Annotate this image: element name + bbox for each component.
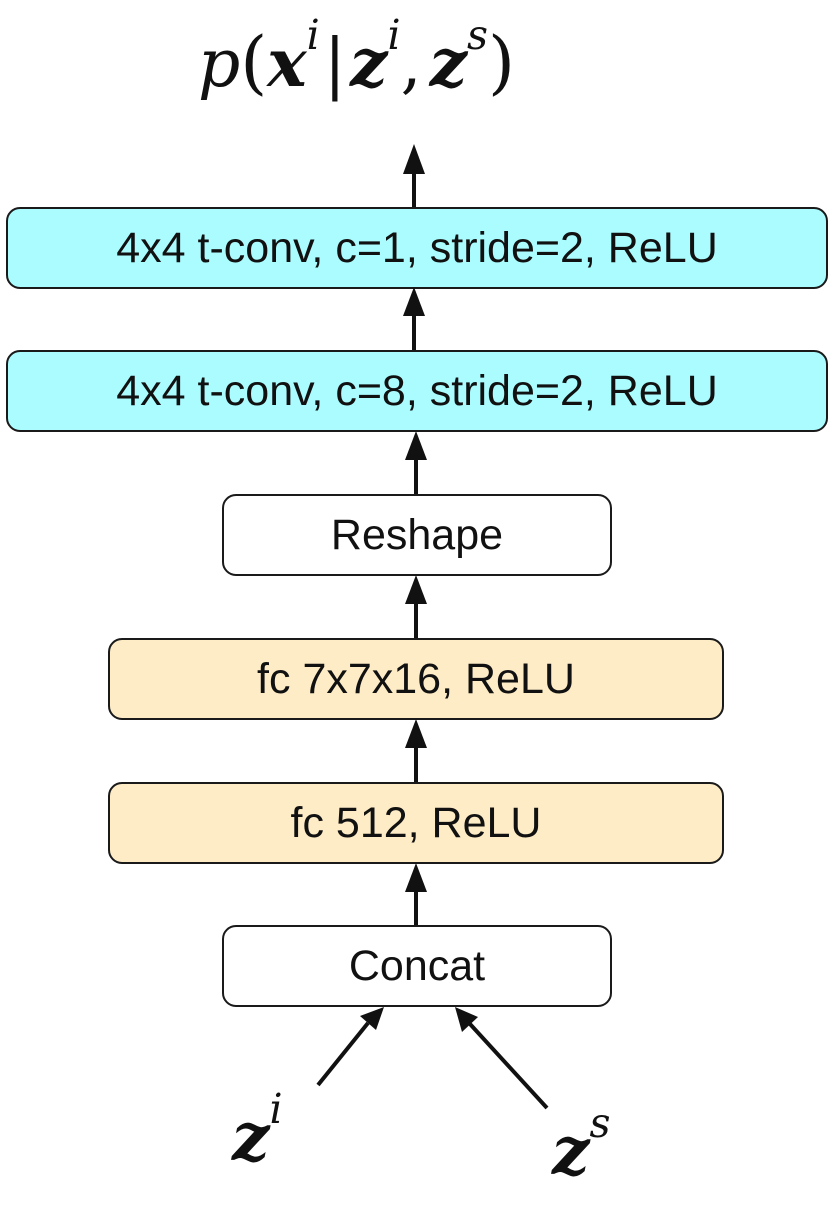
- arrow-zs-to-concat: [468, 1022, 549, 1110]
- arrow-reshape-to-conv2-head: [405, 431, 427, 460]
- arrow-conv1-to-output-head: [403, 144, 425, 174]
- arrow-concat-to-fc1-head: [405, 863, 427, 892]
- input-z-s: zs: [552, 1103, 610, 1191]
- arrow-fc2-to-reshape-head: [405, 575, 427, 604]
- arrow-zs-to-concat-head: [455, 1007, 478, 1032]
- formula-z-i: z: [350, 24, 388, 102]
- formula-close-paren: ): [488, 23, 516, 103]
- arrow-zi-to-concat: [316, 1021, 370, 1087]
- formula-x: x: [267, 24, 307, 102]
- fc-layer-512: fc 512, ReLU: [108, 782, 724, 864]
- formula-comma: ,: [400, 25, 422, 102]
- input-z-s-superscript: s: [589, 1099, 611, 1148]
- tconv-layer-c8: 4x4 t-conv, c=8, stride=2, ReLU: [6, 350, 828, 432]
- fc-layer-7x7x16-label: fc 7x7x16, ReLU: [257, 654, 575, 703]
- formula-z-i-superscript: i: [387, 11, 401, 60]
- input-z-i: zi: [232, 1089, 283, 1177]
- fc-layer-512-label: fc 512, ReLU: [290, 798, 542, 847]
- arrow-zi-to-concat-head: [360, 1007, 384, 1030]
- reshape-layer: Reshape: [222, 494, 612, 576]
- reshape-layer-label: Reshape: [330, 510, 504, 559]
- concat-layer-label: Concat: [348, 941, 486, 990]
- arrow-fc1-to-fc2-head: [405, 719, 427, 748]
- formula-p: p: [198, 25, 241, 102]
- input-z-i-letter: z: [232, 1098, 270, 1176]
- tconv-layer-c1-label: 4x4 t-conv, c=1, stride=2, ReLU: [116, 223, 718, 272]
- arrow-conv2-to-conv1-head: [403, 287, 425, 316]
- tconv-layer-c8-label: 4x4 t-conv, c=8, stride=2, ReLU: [116, 366, 718, 415]
- tconv-layer-c1: 4x4 t-conv, c=1, stride=2, ReLU: [6, 207, 828, 289]
- output-formula: p(xi|zi,zs): [198, 15, 516, 105]
- formula-z-s-superscript: s: [467, 11, 489, 60]
- input-z-i-superscript: i: [269, 1085, 283, 1134]
- formula-z-s: z: [429, 24, 468, 102]
- formula-x-superscript: i: [306, 11, 320, 60]
- formula-bar: |: [323, 25, 346, 102]
- input-z-s-letter: z: [552, 1112, 590, 1190]
- formula-open-paren: (: [240, 23, 268, 103]
- concat-layer: Concat: [222, 925, 612, 1007]
